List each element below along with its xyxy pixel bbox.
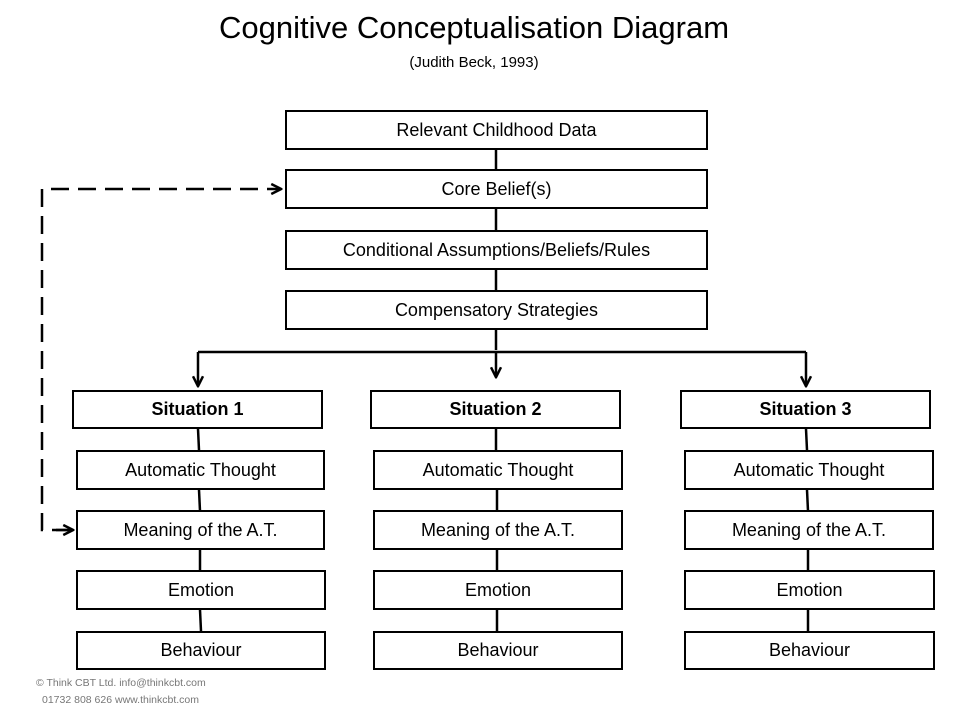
connector-col1-b <box>197 489 202 512</box>
box-situation-1: Situation 1 <box>72 390 323 429</box>
box-label: Core Belief(s) <box>441 178 552 199</box>
box-situation-2: Situation 2 <box>370 390 621 429</box>
footer-line-1: © Think CBT Ltd. info@thinkcbt.com <box>36 677 206 689</box>
box-label: Situation 2 <box>449 399 542 419</box>
box-label: Behaviour <box>768 640 851 660</box>
box-label: Emotion <box>776 579 843 600</box>
box-label: Situation 3 <box>759 399 852 419</box>
box-emotion-1: Emotion <box>76 570 326 610</box>
box-automatic-thought-1: Automatic Thought <box>76 450 325 490</box>
box-meaning-2: Meaning of the A.T. <box>373 510 623 550</box>
box-label: Automatic Thought <box>125 459 276 480</box>
box-relevant-childhood-data: Relevant Childhood Data <box>285 110 708 150</box>
box-label: Emotion <box>167 579 235 600</box>
connector-col1-a <box>196 428 201 451</box>
box-label: Relevant Childhood Data <box>396 119 597 140</box>
box-emotion-3: Emotion <box>684 570 935 610</box>
box-label: Compensatory Strategies <box>394 299 599 320</box>
box-label: Behaviour <box>457 640 539 660</box>
box-label: Conditional Assumptions/Beliefs/Rules <box>342 239 651 260</box>
box-behaviour-3: Behaviour <box>684 631 935 670</box>
box-conditional-assumptions: Conditional Assumptions/Beliefs/Rules <box>285 230 708 270</box>
box-label: Automatic Thought <box>733 459 885 480</box>
box-meaning-1: Meaning of the A.T. <box>76 510 325 550</box>
connector-col3-a <box>804 428 809 451</box>
box-label: Behaviour <box>160 640 242 660</box>
box-label: Automatic Thought <box>422 459 574 480</box>
box-compensatory-strategies: Compensatory Strategies <box>285 290 708 330</box>
box-behaviour-1: Behaviour <box>76 631 326 670</box>
box-behaviour-2: Behaviour <box>373 631 623 670</box>
diagram-subtitle: (Judith Beck, 1993) <box>409 54 539 71</box>
diagram-title: Cognitive Conceptualisation Diagram <box>218 10 730 45</box>
box-label: Emotion <box>464 579 532 600</box>
connector-col3-b <box>805 489 810 512</box>
box-label: Meaning of the A.T. <box>731 519 887 540</box>
box-label: Situation 1 <box>151 399 244 419</box>
box-situation-3: Situation 3 <box>680 390 931 429</box>
box-label: Meaning of the A.T. <box>420 519 576 540</box>
box-meaning-3: Meaning of the A.T. <box>684 510 934 550</box>
connector-col1-d <box>198 609 203 632</box>
box-automatic-thought-3: Automatic Thought <box>684 450 934 490</box>
box-core-beliefs: Core Belief(s) <box>285 169 708 209</box>
box-label: Meaning of the A.T. <box>123 519 278 540</box>
footer-line-2: 01732 808 626 www.thinkcbt.com <box>42 694 200 706</box>
box-automatic-thought-2: Automatic Thought <box>373 450 623 490</box>
box-emotion-2: Emotion <box>373 570 623 610</box>
copyright-footer: © Think CBT Ltd. info@thinkcbt.com 01732… <box>36 675 206 709</box>
